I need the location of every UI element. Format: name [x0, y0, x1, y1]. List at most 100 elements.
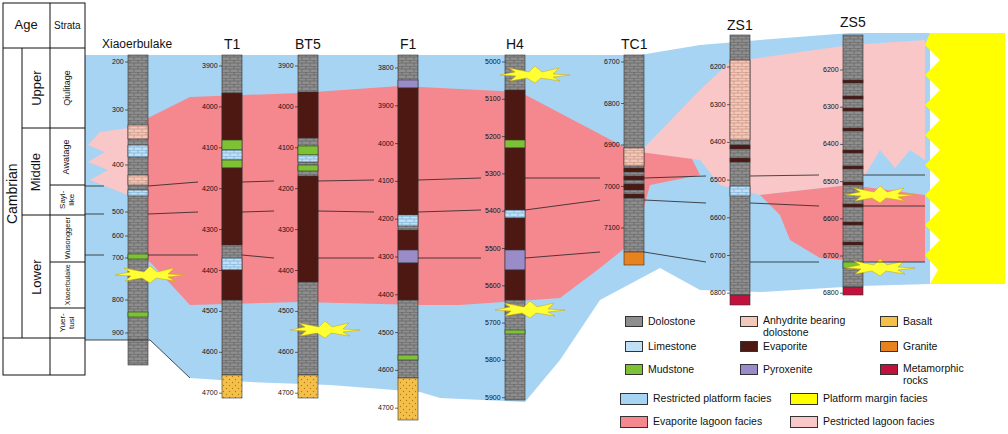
legend-swatch [880, 364, 898, 375]
depth-label: 3800 [378, 64, 394, 72]
depth-tick [395, 257, 398, 258]
depth-label: 4000 [378, 140, 394, 148]
depth-tick [502, 99, 505, 100]
depth-tick [219, 106, 222, 107]
depth-tick [395, 143, 398, 144]
depth-label: 4200 [202, 185, 218, 193]
well-column [298, 176, 318, 282]
depth-label: 4100 [202, 144, 218, 152]
depth-tick [295, 352, 298, 353]
well-column [128, 125, 148, 139]
depth-label: 6700 [604, 58, 620, 66]
depth-tick [621, 228, 624, 229]
depth-tick [395, 105, 398, 106]
depth-label: 900 [112, 329, 124, 337]
depth-tick [219, 188, 222, 189]
well-column [222, 168, 242, 245]
depth-label: 6200 [823, 66, 839, 74]
depth-label: 4200 [278, 185, 294, 193]
depth-label: 6600 [710, 214, 726, 222]
well-column [222, 270, 242, 300]
depth-tick [840, 181, 843, 182]
depth-tick [840, 218, 843, 219]
well-column [222, 150, 242, 160]
well-column [298, 375, 318, 398]
depth-tick [621, 62, 624, 63]
legend-swatch [740, 341, 758, 352]
depth-label: 6800 [823, 289, 839, 297]
depth-label: 5200 [485, 133, 501, 141]
well-name: H4 [506, 37, 524, 52]
depth-label: 4100 [378, 177, 394, 185]
depth-tick [125, 333, 128, 334]
depth-tick [502, 285, 505, 286]
well-column [398, 230, 418, 250]
legend-text: Limestone [648, 341, 696, 353]
depth-tick [219, 147, 222, 148]
formation-label: Awatage [62, 140, 72, 175]
legend-swatch [620, 393, 648, 405]
well-column [843, 35, 863, 287]
depth-tick [125, 62, 128, 63]
basalt-lens [845, 259, 915, 276]
depth-label: 6800 [710, 289, 726, 297]
well-name: Xiaoerbulake [102, 38, 172, 51]
depth-label: 4700 [378, 404, 394, 412]
legend-text: Platform margin facies [823, 393, 927, 405]
well-column [843, 96, 863, 99]
depth-label: 200 [112, 58, 124, 66]
well-column [128, 55, 148, 365]
depth-label: 5600 [485, 282, 501, 290]
period-label: Cambrian [4, 163, 19, 224]
well-name: T1 [224, 37, 240, 52]
depth-tick [219, 66, 222, 67]
depth-tick [219, 270, 222, 271]
well-column [298, 155, 318, 162]
depth-label: 4600 [378, 366, 394, 374]
legend-swatch [880, 341, 898, 352]
legend-text: Dolostone [648, 316, 695, 328]
depth-tick [219, 311, 222, 312]
well-column [398, 80, 418, 88]
depth-label: 4300 [202, 226, 218, 234]
stratum-boundary [85, 340, 190, 378]
depth-tick [219, 393, 222, 394]
well-column [843, 182, 863, 185]
depth-tick [840, 293, 843, 294]
well-column [624, 194, 644, 198]
legend-swatch [740, 316, 758, 327]
depth-label: 6300 [823, 103, 839, 111]
depth-label: 5500 [485, 245, 501, 253]
well-column [843, 108, 863, 111]
depth-label: 7100 [604, 224, 620, 232]
well-column [624, 55, 644, 252]
legend-text: Metamorphic rocks [903, 363, 975, 386]
legend-text: Pestricted lagoon facies [823, 416, 934, 428]
depth-tick [295, 311, 298, 312]
well-column [505, 55, 525, 400]
well-column [398, 55, 418, 378]
depth-tick [219, 352, 222, 353]
depth-tick [502, 323, 505, 324]
depth-label: 4200 [378, 215, 394, 223]
well-column [730, 60, 750, 140]
well-name: F1 [400, 37, 416, 52]
depth-label: 4700 [202, 389, 218, 397]
epoch-label: Middle [29, 153, 43, 191]
depth-label: 6900 [604, 141, 620, 149]
depth-label: 800 [112, 296, 124, 304]
well-column [505, 148, 525, 210]
facies-area [925, 33, 1005, 284]
basalt-lens [495, 301, 565, 318]
depth-tick [840, 70, 843, 71]
well-column [730, 145, 750, 149]
well-column [128, 254, 148, 259]
depth-tick [295, 66, 298, 67]
depth-tick [295, 106, 298, 107]
depth-label: 6700 [710, 252, 726, 260]
depth-label: 6400 [710, 138, 726, 146]
well-column [843, 80, 863, 83]
well-column [843, 128, 863, 131]
depth-label: 4000 [278, 103, 294, 111]
